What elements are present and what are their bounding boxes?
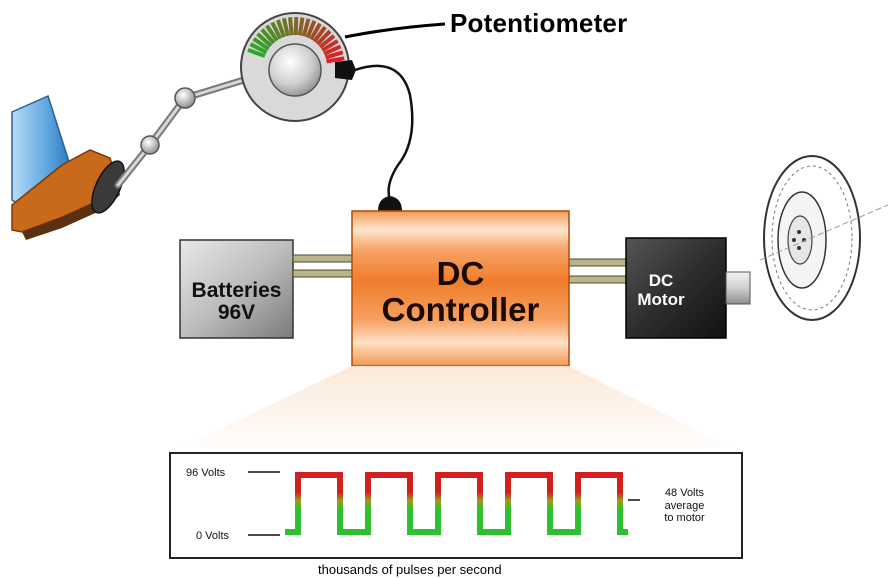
dc-motor [625,237,751,339]
potentiometer-tick [270,21,283,40]
potentiometer-tick [324,50,344,60]
linkage-joint [174,87,196,109]
wire-connector [378,196,402,211]
average-label-line1: 48 Volts [664,487,705,499]
potentiometer-tick [326,56,345,64]
pulse-frequency-caption: thousands of pulses per second [318,562,502,577]
potentiometer-tick [315,29,332,46]
potentiometer-tick [312,25,327,43]
batteries-label-line1: Batteries [191,279,282,302]
potentiometer-tick [260,28,276,45]
potentiometer-tick [276,19,286,38]
average-label-line3: to motor [664,512,705,525]
potentiometer-tick [309,22,322,41]
battery-cables [292,254,354,278]
average-voltage-label: 48 Volts average to motor [632,487,737,525]
potentiometer-tick [256,32,273,48]
signal-wire [354,64,414,201]
controller-label-line1: DC [436,255,485,292]
pwm-graph [169,452,743,559]
potentiometer-tick [321,39,339,53]
motor-cables [567,258,629,284]
potentiometer-label: Potentiometer [450,8,628,38]
foot-on-pedal [11,94,120,240]
batteries-box [179,239,294,339]
potentiometer-tick [247,48,266,58]
wheel [759,155,888,321]
accelerator-pedal [91,160,125,214]
potentiometer-leader [344,22,446,39]
controller-label-line2: Controller [381,291,540,329]
motor-label: DC Motor [626,271,696,309]
potentiometer-tick [297,17,305,36]
potentiometer-tick [301,18,311,37]
potentiometer-tick [318,34,336,49]
potentiometer-tick [305,20,317,39]
linkage-joint [140,135,160,155]
potentiometer [240,12,356,122]
high-voltage-label: 96 Volts [186,467,226,479]
pwm-signal [285,472,628,535]
motor-label-line1: DC [648,271,674,290]
dc-controller-box [351,210,570,367]
batteries-label-line2: 96V [217,301,256,325]
controller-label: DC Controller [352,255,569,329]
potentiometer-tick [249,42,268,55]
average-label-line2: average [664,499,705,512]
potentiometer-scale [247,16,345,64]
potentiometer-tick [288,17,294,36]
batteries-label: Batteries 96V [180,279,293,325]
motor-label-line2: Motor [637,289,685,309]
potentiometer-tick [281,17,290,37]
low-voltage-label: 0 Volts [196,530,230,542]
potentiometer-tick [252,37,270,51]
potentiometer-tick [323,44,342,56]
potentiometer-tick [265,24,279,42]
zoom-fan [170,366,742,453]
